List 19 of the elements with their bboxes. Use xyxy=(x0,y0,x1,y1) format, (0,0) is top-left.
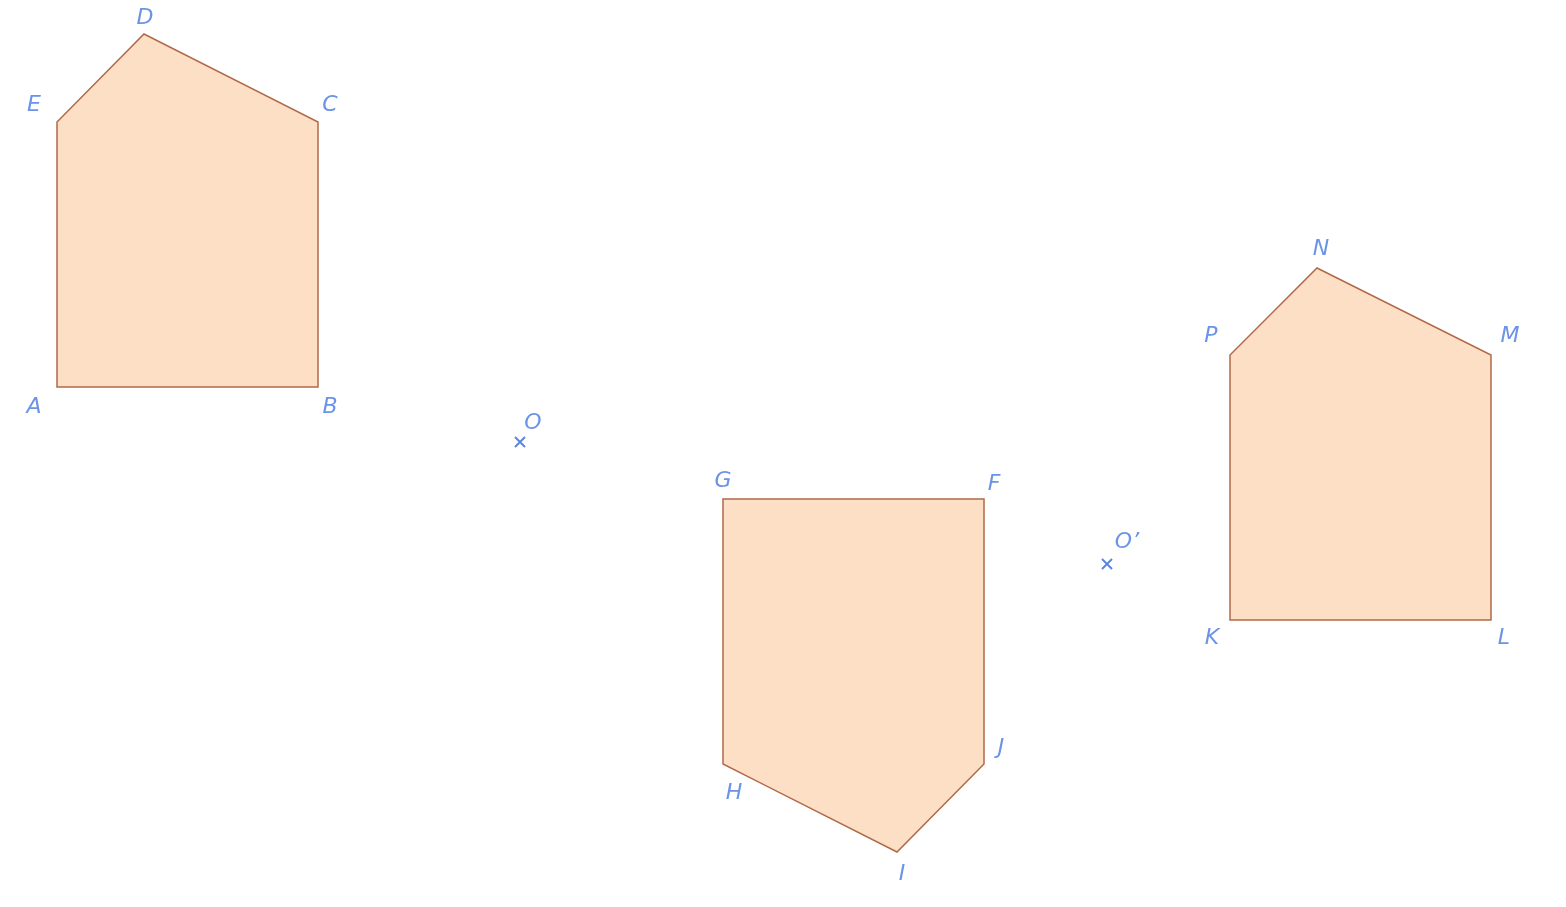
point-label: E xyxy=(27,93,41,115)
point-label: B xyxy=(322,395,338,417)
point-label: P xyxy=(1204,324,1218,346)
point-label: K xyxy=(1204,626,1220,648)
point-label: G xyxy=(714,469,732,491)
point-label: I xyxy=(898,862,906,884)
point-label: M xyxy=(1500,324,1520,346)
point-label: H xyxy=(725,781,743,803)
pentagon-shape xyxy=(1229,267,1492,621)
point-label: O xyxy=(524,411,542,433)
point-label: L xyxy=(1497,626,1511,648)
point-label: O’ xyxy=(1114,530,1140,552)
pentagon-shape xyxy=(56,33,319,388)
point-label: D xyxy=(136,6,154,28)
point-label: A xyxy=(26,395,42,417)
pentagon-shape xyxy=(722,498,985,853)
point-label: C xyxy=(322,93,338,115)
point-label: N xyxy=(1312,237,1330,259)
point-label: F xyxy=(987,472,1001,494)
